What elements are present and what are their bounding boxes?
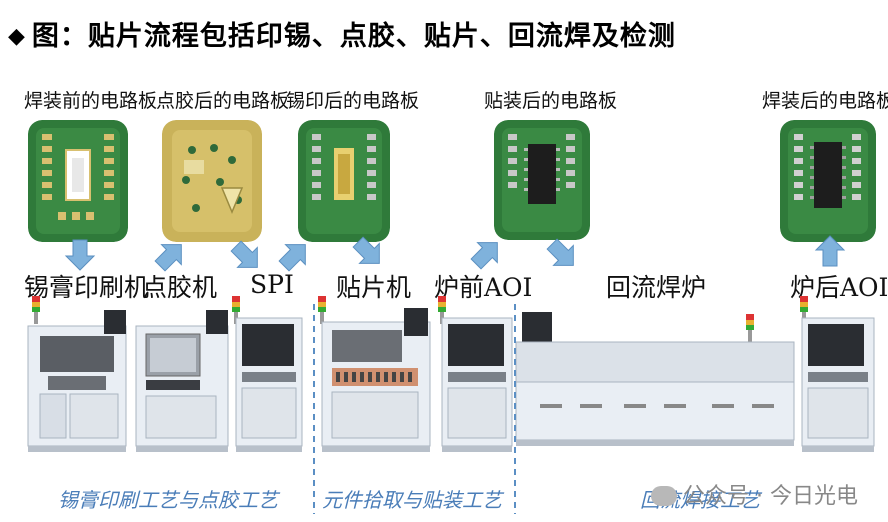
board-label-before-soldering: 焊装前的电路板 <box>24 90 158 112</box>
pcb-image-after-dispensing <box>162 120 262 242</box>
station-label-spi: SPI <box>250 270 294 299</box>
dispenser-machine <box>135 310 229 452</box>
pcb-image-before-soldering <box>28 120 128 242</box>
wechat-icon <box>651 486 678 506</box>
figure-title: ◆图：贴片流程包括印锡、点胶、贴片、回流焊及检测 <box>8 14 676 53</box>
pcb-image-after-soldering <box>780 120 876 242</box>
diamond-bullet-icon: ◆ <box>8 24 26 49</box>
reflow-oven-machine <box>515 312 795 446</box>
station-label-placement: 贴片机 <box>336 273 412 302</box>
placement-machine <box>318 296 431 452</box>
stencil-printer-machine <box>27 296 127 452</box>
pcb-image-after-mounting <box>494 120 590 240</box>
station-label-printer: 锡膏印刷机 <box>24 273 150 302</box>
title-text: 图：贴片流程包括印锡、点胶、贴片、回流焊及检测 <box>31 21 676 52</box>
pre-reflow-aoi-machine <box>438 296 513 452</box>
pcb-image-after-printing <box>298 120 390 242</box>
station-label-dispenser: 点胶机 <box>142 273 218 302</box>
board-label-after-mounting: 贴装后的电路板 <box>484 90 618 112</box>
board-label-after-dispensing: 点胶后的电路板 <box>156 90 290 112</box>
board-label-after-soldering: 焊装后的电路板 <box>762 90 888 112</box>
post-reflow-aoi-machine <box>800 296 875 452</box>
station-label-reflow-oven: 回流焊炉 <box>606 273 707 302</box>
process-label-pick-place: 元件拾取与贴装工艺 <box>322 488 502 512</box>
watermark: 公众号 · 今日光电 <box>651 478 858 510</box>
station-label-pre-reflow-aoi: 炉前AOI <box>434 273 533 302</box>
spi-machine <box>232 296 303 452</box>
board-label-after-printing: 锡印后的电路板 <box>286 90 420 112</box>
process-label-printing-dispensing: 锡膏印刷工艺与点胶工艺 <box>58 488 278 512</box>
watermark-text: 公众号 · 今日光电 <box>683 484 858 509</box>
